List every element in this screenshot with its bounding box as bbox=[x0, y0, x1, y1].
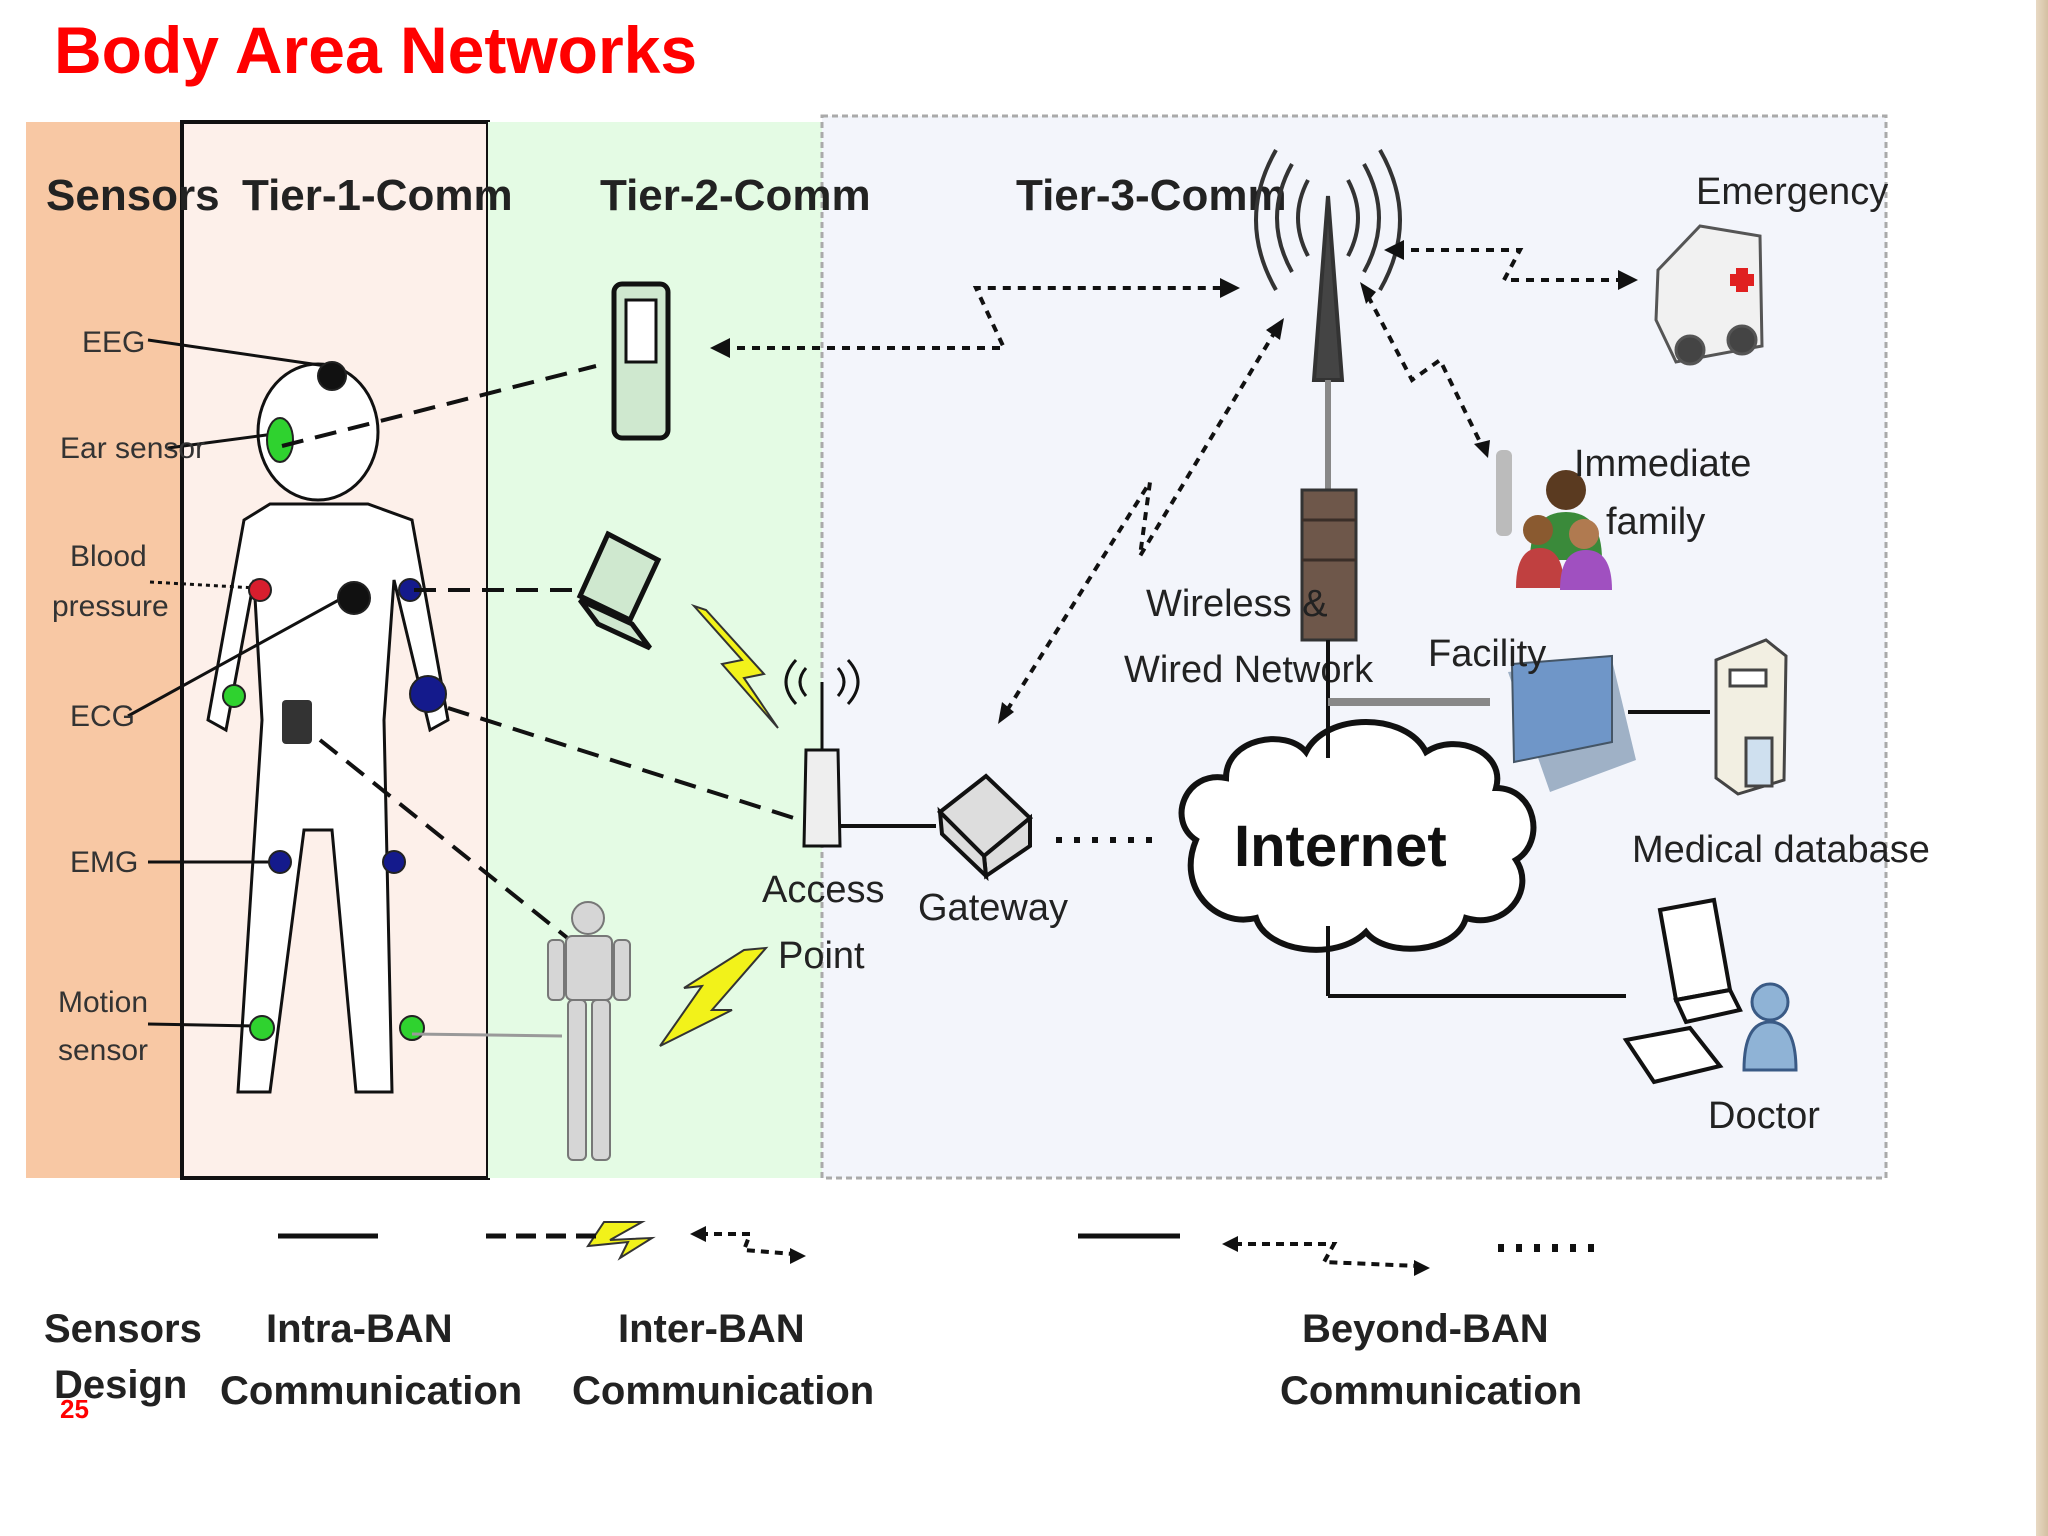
server-icon bbox=[1300, 488, 1358, 642]
gateway-label: Gateway bbox=[918, 887, 1068, 929]
header-sensors: Sensors bbox=[46, 171, 220, 220]
tier2-column bbox=[488, 122, 822, 1178]
sensor-dots bbox=[222, 361, 447, 1041]
ambulance-icon bbox=[1654, 224, 1764, 366]
sensor-label-bp-2: pressure bbox=[52, 590, 169, 623]
medical-database-label: Medical database bbox=[1632, 829, 1930, 871]
lightning-bolt-legend bbox=[585, 1221, 656, 1261]
robot-icon bbox=[547, 901, 631, 1161]
sensor-label-bp-1: Blood bbox=[70, 540, 147, 573]
lightning-bolt-upper bbox=[690, 603, 779, 729]
doctor-label: Doctor bbox=[1708, 1095, 1820, 1137]
sensor-label-ecg: ECG bbox=[70, 700, 135, 733]
arrowheads bbox=[710, 240, 1638, 724]
header-tier3: Tier-3-Comm bbox=[1016, 171, 1287, 220]
sensor-dot-blue-arm bbox=[409, 675, 447, 713]
slide-edge-strip bbox=[2036, 0, 2048, 1536]
sensor-dot-green-hand bbox=[222, 684, 246, 708]
legend-arrow-beyond bbox=[1234, 1242, 1419, 1268]
sensor-dot-motion-left bbox=[249, 1015, 275, 1041]
body-hub-device bbox=[282, 700, 312, 744]
legend-sensors-design-1: Sensors bbox=[44, 1307, 202, 1351]
legend-sensors-design-2: Design bbox=[54, 1363, 187, 1407]
lightning-bolt-lower bbox=[659, 946, 769, 1047]
building-icon bbox=[1508, 654, 1636, 792]
sensor-dot-ear bbox=[266, 417, 294, 463]
sensor-label-eeg: EEG bbox=[82, 326, 145, 359]
beyond-ban-wireless-links bbox=[722, 248, 1626, 714]
facility-label: Facility bbox=[1428, 633, 1546, 675]
pda-icon bbox=[611, 281, 671, 441]
sensor-dot-eeg bbox=[317, 361, 347, 391]
page-number: 25 bbox=[60, 1394, 89, 1424]
legend-intra-ban-1: Intra-BAN bbox=[266, 1307, 453, 1351]
slide-title: Body Area Networks bbox=[54, 13, 698, 87]
legend-beyond-ban-2: Communication bbox=[1280, 1369, 1582, 1413]
legend-intra-ban-2: Communication bbox=[220, 1369, 522, 1413]
header-tier1: Tier-1-Comm bbox=[242, 171, 513, 220]
doctor-icon bbox=[1742, 982, 1798, 1072]
access-point-icon bbox=[784, 658, 860, 848]
sensors-column bbox=[26, 122, 182, 1178]
cell-tower-icon bbox=[1254, 149, 1402, 382]
legend-line-samples bbox=[278, 1232, 1604, 1268]
header-tier2: Tier-2-Comm bbox=[600, 171, 871, 220]
cloud-icon bbox=[1178, 719, 1537, 953]
access-point-label-2: Point bbox=[778, 935, 865, 977]
network-label-2: Wired Network bbox=[1124, 649, 1374, 691]
network-label-1: Wireless & bbox=[1146, 583, 1328, 625]
legend-beyond-ban-1: Beyond-BAN bbox=[1302, 1307, 1549, 1351]
sensor-dot-bp bbox=[248, 578, 272, 602]
laptop-icon bbox=[576, 530, 662, 651]
sensor-dot-emg-left bbox=[268, 850, 292, 874]
inter-ban-links bbox=[281, 364, 801, 942]
family-icon bbox=[1496, 450, 1612, 590]
sensor-dot-ecg bbox=[337, 581, 371, 615]
sensor-dot-emg-right bbox=[382, 850, 406, 874]
robot-link bbox=[411, 1032, 563, 1038]
emergency-label: Emergency bbox=[1696, 171, 1888, 213]
sensor-label-ear: Ear sensor bbox=[60, 432, 205, 465]
legend-inter-ban-1: Inter-BAN bbox=[618, 1307, 805, 1351]
internet-label: Internet bbox=[1234, 814, 1447, 879]
sensor-label-motion-1: Motion bbox=[58, 986, 148, 1019]
family-label-1: Immediate bbox=[1574, 443, 1751, 485]
legend-inter-ban-2: Communication bbox=[572, 1369, 874, 1413]
sensor-leader-lines bbox=[127, 338, 347, 1028]
sensor-label-emg: EMG bbox=[70, 846, 138, 879]
database-icon bbox=[1714, 638, 1788, 796]
computer-icon bbox=[1622, 897, 1743, 1085]
sensor-label-motion-2: sensor bbox=[58, 1034, 148, 1067]
legend-arrow-inter bbox=[700, 1232, 795, 1256]
legend-arrowheads bbox=[690, 1226, 1430, 1276]
family-label-2: family bbox=[1606, 501, 1705, 543]
sensor-dot-motion-right bbox=[399, 1015, 425, 1041]
access-point-label-1: Access bbox=[762, 869, 884, 911]
gateway-icon bbox=[936, 773, 1034, 882]
